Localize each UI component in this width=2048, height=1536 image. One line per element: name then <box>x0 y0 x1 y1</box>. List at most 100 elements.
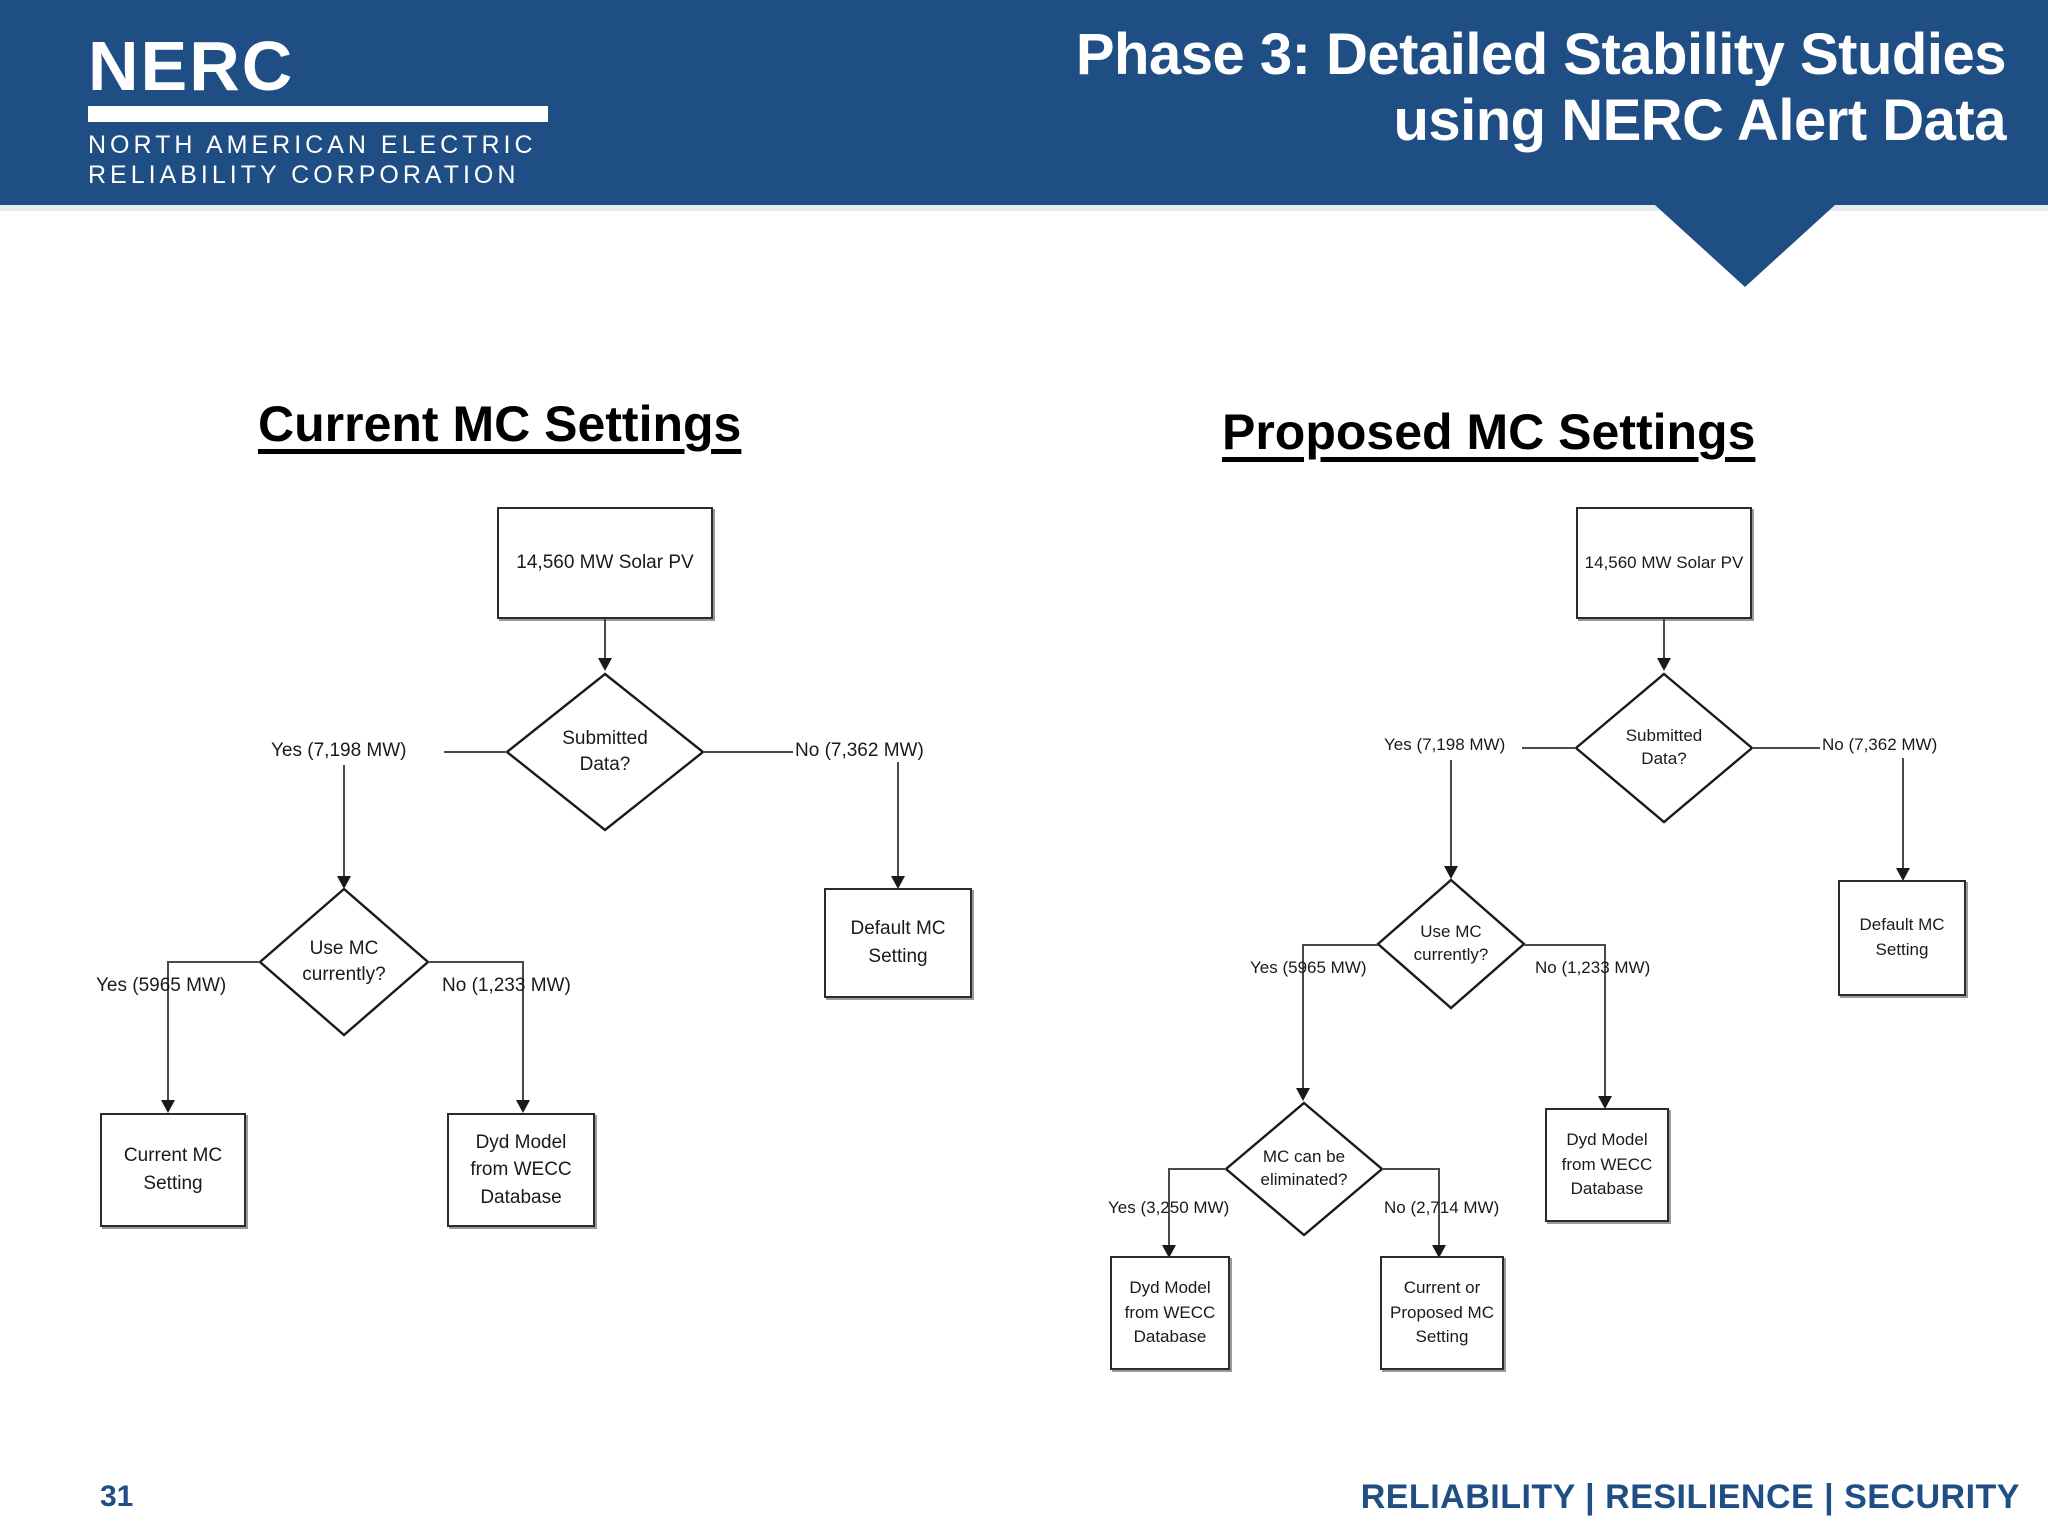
node-mc-can-be-eliminated: MC can be eliminated? <box>1224 1101 1384 1237</box>
node-dyd-model-wecc-left: Dyd Model from WECC Database <box>447 1113 595 1227</box>
arrow-head-icon <box>161 1100 175 1113</box>
node-current-mc-setting-left: Current MC Setting <box>100 1113 246 1227</box>
logo-rule <box>88 106 548 122</box>
arrow-head-icon <box>1896 868 1910 881</box>
node-label-line3: Setting <box>1415 1327 1469 1347</box>
node-current-or-proposed-mc-setting: Current or Proposed MC Setting <box>1380 1256 1504 1370</box>
edge-submitted-no-down-left <box>897 762 899 885</box>
node-label-line3: Database <box>480 1186 562 1208</box>
heading-current-mc-settings: Current MC Settings <box>258 396 742 452</box>
nerc-logo: NERC NORTH AMERICAN ELECTRIC RELIABILITY… <box>88 30 548 190</box>
edge-usemc-yes-down-left <box>167 961 169 1109</box>
edge-submitted-yes-left <box>444 751 507 753</box>
arrow-head-icon <box>891 876 905 889</box>
edge-submitted-yes-down-right <box>1450 760 1452 874</box>
node-label: Dyd Model from WECC Database <box>470 1129 571 1212</box>
node-label: 14,560 MW Solar PV <box>516 552 694 574</box>
node-label-line2: eliminated? <box>1260 1170 1348 1189</box>
edge-label-no-usemc-left: No (1,233 MW) <box>442 975 571 996</box>
node-label-line1: MC can be <box>1262 1147 1346 1167</box>
node-solar-pv-source-left: 14,560 MW Solar PV <box>497 507 713 619</box>
node-default-mc-setting-left: Default MC Setting <box>824 888 972 998</box>
node-label: Dyd Model from WECC Database <box>1562 1128 1653 1202</box>
node-label: Default MC Setting <box>850 915 945 970</box>
arrow-head-icon <box>337 876 351 889</box>
edge-submitted-yes-down-left <box>343 765 345 885</box>
edge-eliminated-yes-down <box>1168 1168 1170 1254</box>
node-dyd-model-wecc-eliminated: Dyd Model from WECC Database <box>1110 1256 1230 1370</box>
node-label-line1: Default MC <box>1859 915 1945 935</box>
node-label: Submitted Data? <box>562 726 648 777</box>
node-label-line2: Proposed MC <box>1390 1302 1494 1322</box>
logo-subtitle-line1: NORTH AMERICAN ELECTRIC <box>88 131 537 159</box>
node-label: Current MC Setting <box>124 1142 222 1197</box>
node-label-line2: currently? <box>302 964 386 985</box>
node-label-line3: Database <box>1570 1179 1644 1199</box>
node-label-line1: Current MC <box>123 1145 223 1167</box>
edge-label-no-usemc-right: No (1,233 MW) <box>1535 958 1651 977</box>
diamond-shape-icon <box>1574 672 1754 824</box>
node-label-line1: Use MC <box>309 938 379 960</box>
node-label-line1: Submitted <box>562 728 648 750</box>
node-label-line2: Setting <box>868 946 928 967</box>
node-label-line1: Dyd Model <box>1129 1278 1211 1298</box>
header-bar <box>0 0 2048 205</box>
slide-title: Phase 3: Detailed Stability Studies usin… <box>756 22 2007 153</box>
slide-title-line2: using NERC Alert Data <box>1393 87 2006 153</box>
edge-eliminated-no-down <box>1438 1168 1440 1254</box>
node-label-line2: from WECC <box>1561 1154 1653 1174</box>
node-label-line1: Dyd Model <box>475 1131 567 1153</box>
edge-label-no-eliminated: No (2,714 MW) <box>1384 1198 1500 1217</box>
edge-submitted-no-down-right <box>1902 758 1904 876</box>
diamond-shape-icon <box>258 887 430 1037</box>
node-label-line1: Dyd Model <box>1566 1130 1648 1150</box>
edge-label-no-submitted-right: No (7,362 MW) <box>1822 735 1938 754</box>
page-number: 31 <box>100 1480 134 1513</box>
edge-usemc-yes-left <box>167 961 260 963</box>
edge-label-yes-eliminated: Yes (3,250 MW) <box>1108 1198 1230 1217</box>
arrow-head-icon <box>1657 658 1671 671</box>
node-label: MC can be eliminated? <box>1261 1146 1348 1192</box>
node-label: 14,560 MW Solar PV <box>1584 552 1744 572</box>
edge-submitted-no-left <box>703 751 793 753</box>
edge-submitted-no-right <box>1752 747 1820 749</box>
node-dyd-model-wecc-right: Dyd Model from WECC Database <box>1545 1108 1669 1222</box>
node-use-mc-currently-left: Use MC currently? <box>258 887 430 1037</box>
node-label: Use MC currently? <box>1414 921 1489 967</box>
node-label-line1: Submitted <box>1625 726 1703 746</box>
edge-usemc-yes-down-right <box>1302 944 1304 1096</box>
node-label-line3: Database <box>1133 1327 1207 1347</box>
edge-usemc-no-down-left <box>522 961 524 1109</box>
node-label-line2: Data? <box>1641 749 1687 768</box>
node-submitted-data-right: Submitted Data? <box>1574 672 1754 824</box>
node-label-line2: currently? <box>1413 945 1489 964</box>
diamond-shape-icon <box>505 672 705 832</box>
arrow-head-icon <box>1162 1245 1176 1258</box>
node-default-mc-setting-right: Default MC Setting <box>1838 880 1966 996</box>
node-label-line2: Data? <box>579 754 631 775</box>
arrow-head-icon <box>516 1100 530 1113</box>
header-underline <box>0 205 2048 211</box>
node-label-line2: from WECC <box>1124 1302 1216 1322</box>
arrow-head-icon <box>1432 1245 1446 1258</box>
node-use-mc-currently-right: Use MC currently? <box>1376 878 1526 1010</box>
edge-usemc-no-left <box>428 961 524 963</box>
edge-label-yes-submitted-left: Yes (7,198 MW) <box>271 740 407 761</box>
node-solar-pv-source-right: 14,560 MW Solar PV <box>1576 507 1752 619</box>
node-label-line2: Setting <box>1875 940 1929 959</box>
edge-label-yes-submitted-right: Yes (7,198 MW) <box>1384 735 1506 754</box>
edge-usemc-yes-right <box>1302 944 1378 946</box>
logo-wordmark: NERC <box>88 27 295 105</box>
edge-usemc-no-down-right <box>1604 944 1606 1104</box>
node-label-line1: Use MC <box>1420 922 1482 942</box>
edge-usemc-no-right <box>1524 944 1606 946</box>
node-label: Current or Proposed MC Setting <box>1390 1276 1494 1350</box>
diamond-shape-icon <box>1224 1101 1384 1237</box>
edge-label-yes-usemc-right: Yes (5965 MW) <box>1250 958 1367 977</box>
logo-subtitle-line2: RELIABILITY CORPORATION <box>88 161 520 189</box>
node-label: Use MC currently? <box>302 936 385 987</box>
edge-label-yes-usemc-left: Yes (5965 MW) <box>96 975 227 996</box>
heading-proposed-mc-settings: Proposed MC Settings <box>1222 404 1756 460</box>
node-submitted-data-left: Submitted Data? <box>505 672 705 832</box>
edge-submitted-yes-right <box>1522 747 1576 749</box>
